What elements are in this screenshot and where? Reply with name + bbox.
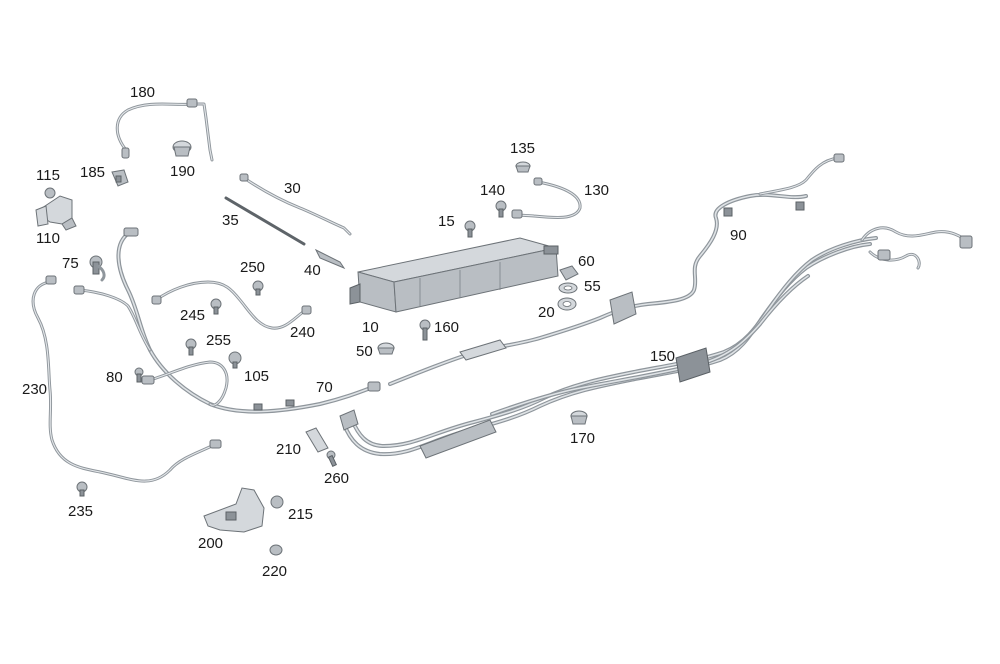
- part-10-module: [349, 237, 559, 313]
- label-140: 140: [480, 182, 505, 199]
- part-70-harness: [73, 227, 381, 414]
- label-20: 20: [538, 304, 555, 321]
- part-30-cable: [239, 173, 352, 236]
- label-235: 235: [68, 503, 93, 520]
- part-90-pipe: [723, 153, 845, 217]
- part-170-grommet: [570, 410, 588, 425]
- part-130-cable: [511, 177, 582, 220]
- part-255-bolt: [185, 338, 197, 356]
- part-110-bracket: [35, 195, 77, 231]
- label-160: 160: [434, 319, 459, 336]
- label-210: 210: [276, 441, 301, 458]
- part-60-nut: [559, 265, 579, 281]
- label-170: 170: [570, 430, 595, 447]
- label-180: 180: [130, 84, 155, 101]
- part-160-bolt: [419, 319, 431, 341]
- label-15: 15: [438, 213, 455, 230]
- label-185: 185: [80, 164, 105, 181]
- part-250-bolt: [252, 280, 264, 296]
- part-50-grommet: [377, 342, 395, 355]
- label-30: 30: [284, 180, 301, 197]
- part-215-nut: [270, 495, 284, 509]
- label-255: 255: [206, 332, 231, 349]
- label-150: 150: [650, 348, 675, 365]
- part-40-connector: [314, 248, 346, 270]
- label-40: 40: [304, 262, 321, 279]
- label-80: 80: [106, 369, 123, 386]
- label-110: 110: [36, 230, 60, 247]
- part-labels: 180 190 185 115 110 75 230 235 30 35 40 …: [22, 84, 747, 580]
- part-230-cable: [31, 275, 222, 483]
- label-90: 90: [730, 227, 747, 244]
- part-180-cable: [115, 98, 214, 162]
- label-260: 260: [324, 470, 349, 487]
- part-35-rod: [224, 196, 306, 246]
- part-190-grommet: [172, 140, 192, 157]
- part-220-nut: [269, 544, 283, 556]
- label-55: 55: [584, 278, 601, 295]
- part-240-cable: [151, 280, 312, 330]
- part-245-bolt: [210, 298, 222, 315]
- part-75-sensor: [89, 255, 106, 282]
- label-135: 135: [510, 140, 535, 157]
- label-230: 230: [22, 381, 47, 398]
- part-pipe-upper: [388, 192, 808, 386]
- part-140-bolt: [495, 200, 507, 218]
- part-80-bolt: [134, 367, 144, 383]
- label-50: 50: [356, 343, 373, 360]
- label-200: 200: [198, 535, 223, 552]
- part-135-grommet: [515, 161, 531, 173]
- part-185-clip: [111, 169, 129, 187]
- label-35: 35: [222, 212, 239, 229]
- part-235-bolt: [76, 481, 88, 497]
- part-105-nut: [228, 351, 242, 369]
- label-220: 220: [262, 563, 287, 580]
- label-70: 70: [316, 379, 333, 396]
- part-200-bracket: [203, 487, 265, 533]
- label-215: 215: [288, 506, 313, 523]
- label-75: 75: [62, 255, 79, 272]
- label-105: 105: [244, 368, 269, 385]
- part-150-pipe-bundle: [339, 226, 973, 459]
- label-115: 115: [36, 167, 60, 184]
- part-115-nut: [44, 187, 56, 199]
- label-245: 245: [180, 307, 205, 324]
- label-60: 60: [578, 253, 595, 270]
- label-10: 10: [362, 319, 379, 336]
- part-210-sleeve: [305, 427, 329, 453]
- label-130: 130: [584, 182, 609, 199]
- part-55-ring: [558, 282, 578, 294]
- part-20-ring: [557, 297, 577, 311]
- label-240: 240: [290, 324, 315, 341]
- part-15-bolt: [464, 220, 476, 238]
- label-250: 250: [240, 259, 265, 276]
- label-190: 190: [170, 163, 195, 180]
- part-260-bolt: [326, 450, 338, 467]
